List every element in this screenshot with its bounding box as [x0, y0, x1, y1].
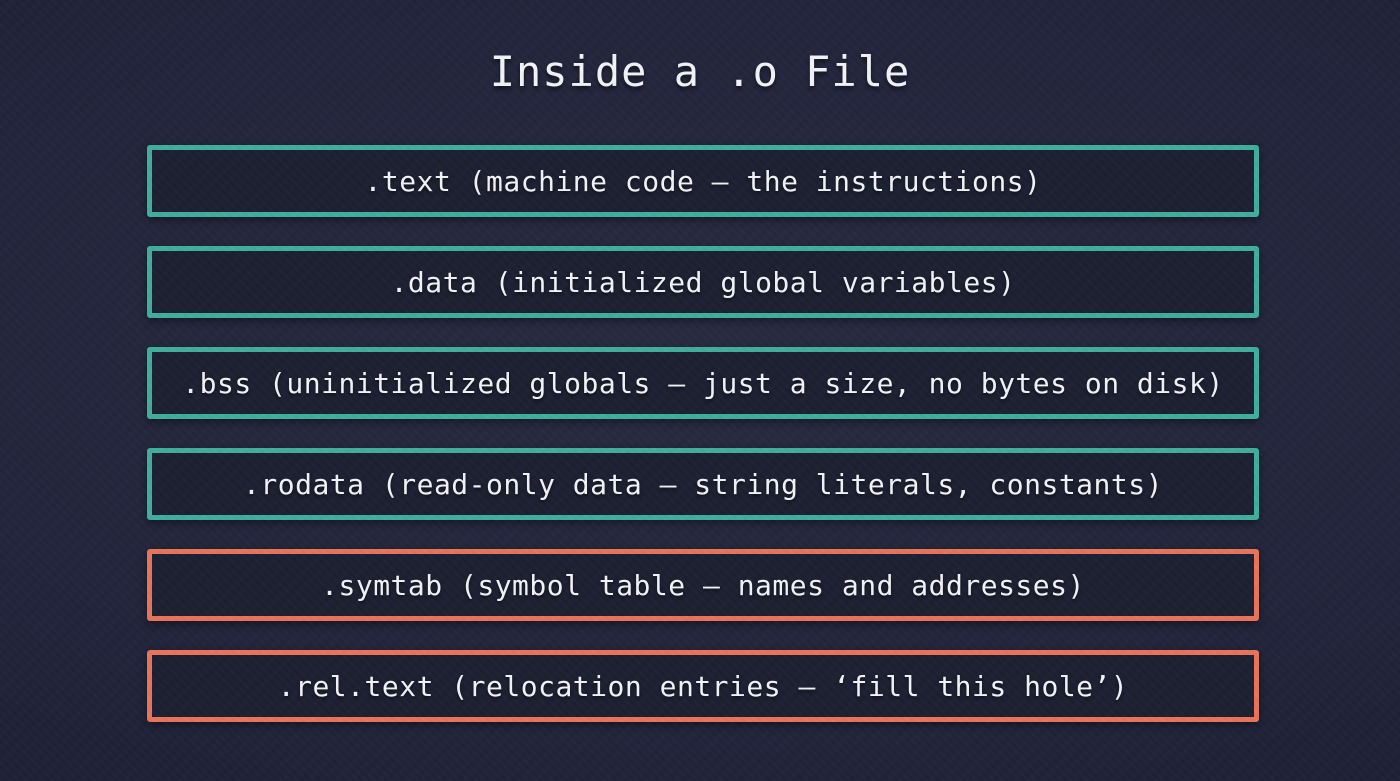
section-box-bss: .bss (uninitialized globals — just a siz… — [147, 347, 1259, 419]
section-box-text: .text (machine code — the instructions) — [147, 145, 1259, 217]
section-label-data: .data (initialized global variables) — [390, 265, 1016, 299]
section-label-rel-text: .rel.text (relocation entries — ‘fill th… — [277, 669, 1129, 703]
section-box-rodata: .rodata (read-only data — string literal… — [147, 448, 1259, 520]
section-label-symtab: .symtab (symbol table — names and addres… — [321, 568, 1085, 602]
diagram-title: Inside a .o File — [489, 47, 911, 96]
section-box-data: .data (initialized global variables) — [147, 246, 1259, 318]
section-box-rel-text: .rel.text (relocation entries — ‘fill th… — [147, 650, 1259, 722]
section-label-rodata: .rodata (read-only data — string literal… — [243, 467, 1163, 501]
section-box-symtab: .symtab (symbol table — names and addres… — [147, 549, 1259, 621]
section-label-bss: .bss (uninitialized globals — just a siz… — [182, 366, 1224, 400]
section-list: .text (machine code — the instructions) … — [147, 145, 1259, 722]
section-label-text: .text (machine code — the instructions) — [364, 164, 1042, 198]
